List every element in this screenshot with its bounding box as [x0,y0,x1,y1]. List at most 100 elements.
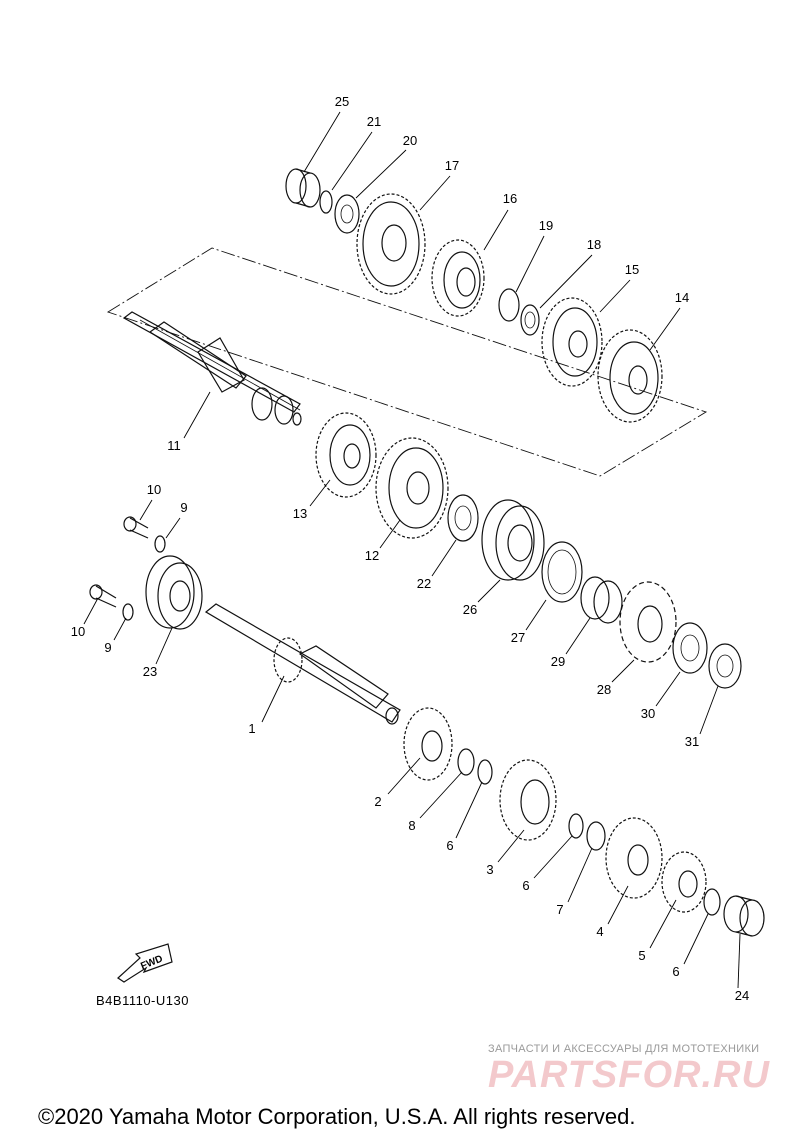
part-16-gear [431,239,485,317]
group-frame [106,247,708,477]
leader-line [455,781,483,839]
leader-line [113,617,127,641]
leader-line [419,175,451,211]
part-14-gear [597,329,663,423]
callout-label: 8 [408,818,415,833]
drawing-code: B4B1110-U130 [96,993,189,1008]
leader-line [497,829,525,863]
part-7-washer [586,821,606,851]
drive-axle [204,603,401,725]
part-31-nut [708,643,742,689]
part-3-gear [499,759,557,841]
callout-label: 10 [147,482,161,497]
fwd-arrow-icon: FWD [117,943,173,983]
watermark-tagline: ЗАПЧАСТИ И АКСЕССУАРЫ ДЛЯ МОТОТЕХНИКИ [488,1043,760,1055]
part-10-bolt-lower [89,584,117,608]
leader-line [139,499,153,521]
callout-label: 14 [675,290,689,305]
callout-label: 6 [522,878,529,893]
callout-label: 2 [374,794,381,809]
part-6-circlip-3 [703,888,721,916]
callout-label: 27 [511,630,525,645]
callout-label: 18 [587,237,601,252]
leader-line [309,479,331,507]
callout-label: 4 [596,924,603,939]
leader-line [419,771,463,819]
callout-label: 25 [335,94,349,109]
leader-line [155,627,173,665]
part-26-bearing [481,499,545,581]
leader-line [483,209,509,251]
part-28-sprocket [619,581,677,663]
leader-line [83,597,99,625]
part-20-washer [334,194,360,234]
callout-label: 6 [446,838,453,853]
callout-label: 11 [167,438,181,453]
leader-line [355,149,407,199]
copyright-notice: ©2020 Yamaha Motor Corporation, U.S.A. A… [38,1104,636,1129]
leader-line [303,111,341,173]
callout-label: 22 [417,576,431,591]
part-30-lock-washer [672,622,708,674]
leader-line [655,671,681,707]
watermark-logo: PARTSFOR.RU [488,1054,770,1096]
part-8-washer [457,748,475,776]
callout-label: 29 [551,654,565,669]
part-18-washer [520,304,540,336]
callout-label: 20 [403,133,417,148]
main-axle [122,311,302,426]
leader-line [611,659,635,683]
callout-label: 10 [71,624,85,639]
callout-label: 21 [367,114,381,129]
callout-label: 16 [503,191,517,206]
leader-line [683,913,709,965]
leader-line [525,599,547,631]
part-2-gear [403,707,453,781]
callout-label: 3 [486,862,493,877]
callout-label: 12 [365,548,379,563]
callout-label: 13 [293,506,307,521]
leader-line [567,847,593,903]
part-27-oil-seal [541,541,583,603]
part-12-gear [375,437,449,539]
leader-line [477,579,501,603]
callout-label: 24 [735,988,749,1003]
callout-label: 26 [463,602,477,617]
callout-label: 6 [672,964,679,979]
callout-label: 31 [685,734,699,749]
leader-line [387,757,421,795]
part-22-washer [447,494,479,542]
leader-line [533,835,573,879]
callout-label: 19 [539,218,553,233]
part-10-bolt-upper [123,516,149,539]
leader-line [649,307,681,351]
part-4-gear [605,817,663,899]
leader-line [165,517,181,539]
leader-line [649,899,677,949]
leader-line [565,617,591,655]
part-13-gear [315,412,377,498]
part-24-bearing [723,895,765,937]
callout-label: 23 [143,664,157,679]
part-21-circlip [319,190,333,214]
part-6-circlip-2 [568,813,584,839]
leader-line [599,279,631,313]
leader-line [737,933,741,989]
leader-line [515,235,545,293]
callout-label: 30 [641,706,655,721]
leader-line [379,519,401,549]
leader-line [539,254,593,309]
callout-label: 7 [556,902,563,917]
part-29-collar [580,576,623,624]
part-9-washer-upper [154,535,166,553]
part-19-circlip [498,288,520,322]
leader-line [699,685,719,735]
leader-line [431,539,457,577]
part-5-gear [661,851,707,913]
callout-label: 17 [445,158,459,173]
part-25-bearing [285,168,321,208]
part-15-gear [541,297,603,387]
callout-label: 28 [597,682,611,697]
callout-label: 15 [625,262,639,277]
callout-label: 9 [104,640,111,655]
